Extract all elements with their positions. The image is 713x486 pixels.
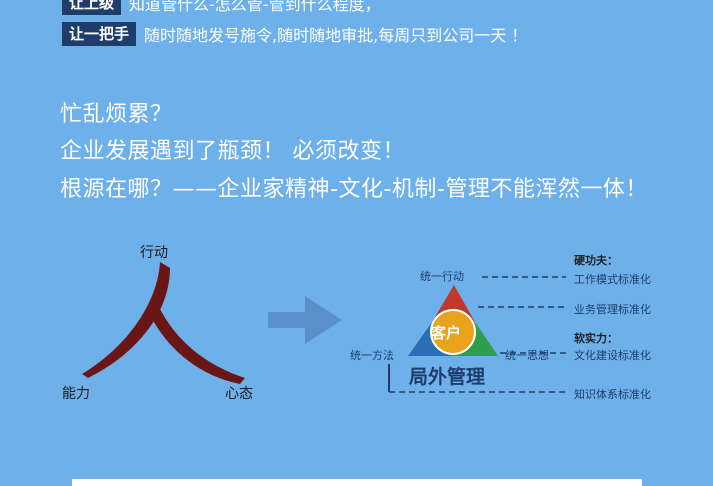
person-right-stroke xyxy=(150,305,245,384)
headline-line-3: 根源在哪？——企业家精神-文化-机制-管理不能浑然一体！ xyxy=(60,177,648,202)
customer-label: 客户 xyxy=(431,324,462,342)
headline-line-2: 企业发展遇到了瓶颈！ 必须改变！ xyxy=(60,139,405,164)
person-label-action: 行动 xyxy=(140,245,168,261)
bottom-divider xyxy=(72,479,642,486)
unified-thought-label: 统一思想 xyxy=(505,349,549,362)
person-label-ability: 能力 xyxy=(62,386,90,402)
soft-item-culture: 文化建设标准化 xyxy=(574,349,651,362)
hard-skill-title: 硬功夫： xyxy=(574,254,618,267)
top-row-superior: 让上级 知道管什么-怎么管-管到什么程度， xyxy=(62,0,381,15)
superior-text: 知道管什么-怎么管-管到什么程度， xyxy=(129,0,381,14)
brand-label: 局外管理 xyxy=(409,366,486,388)
headline-line-1: 忙乱烦累？ xyxy=(60,102,173,127)
leader-text: 随时随地发号施令,随时随地审批,每周只到公司一天 ！ xyxy=(144,26,528,45)
soft-item-knowledge: 知识体系标准化 xyxy=(574,388,651,401)
hard-item-work-mode: 工作模式标准化 xyxy=(574,273,651,286)
hard-item-business-mgmt: 业务管理标准化 xyxy=(574,303,651,316)
person-left-stroke xyxy=(82,262,170,378)
leader-tag: 让一把手 xyxy=(62,22,137,46)
superior-tag: 让上级 xyxy=(62,0,122,15)
unified-action-label: 统一行动 xyxy=(420,270,464,283)
person-label-mindset: 心态 xyxy=(225,386,253,402)
top-row-leader: 让一把手 随时随地发号施令,随时随地审批,每周只到公司一天 ！ xyxy=(62,22,527,46)
soft-power-title: 软实力： xyxy=(574,332,618,345)
unified-method-label: 统一方法 xyxy=(350,349,394,362)
right-arrow-icon xyxy=(268,296,342,344)
customer-circle xyxy=(430,309,476,355)
